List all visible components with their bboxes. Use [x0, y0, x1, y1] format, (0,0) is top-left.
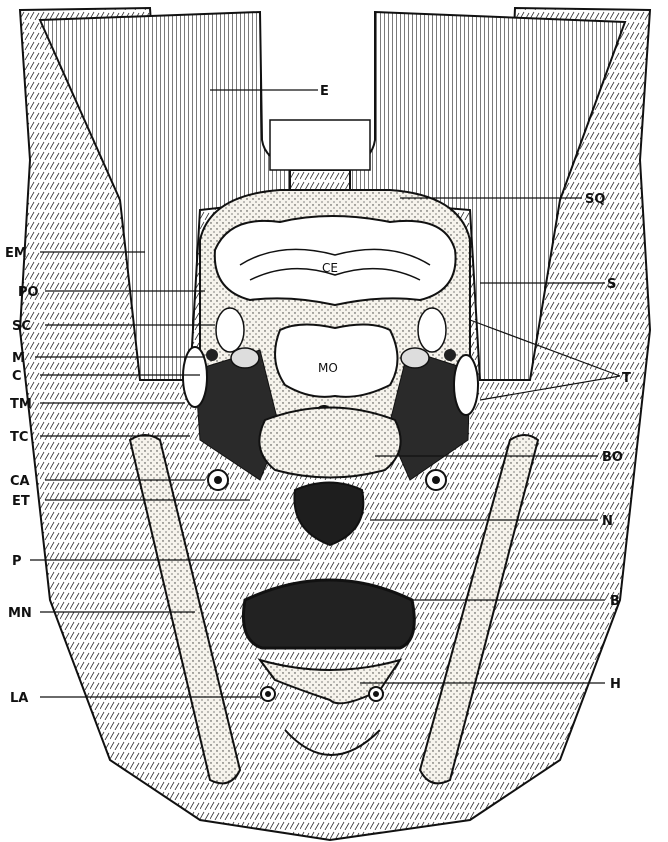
- carotid-right-core: [432, 476, 440, 484]
- lingual-artery-right-core: [373, 691, 379, 697]
- label-B: B: [610, 594, 620, 609]
- label-E: E: [320, 84, 329, 99]
- label-LA: LA: [10, 691, 28, 706]
- basioccipital: [259, 408, 400, 478]
- ear-gap: [270, 120, 370, 170]
- lingual-artery-left-core: [265, 691, 271, 697]
- carotid-left-core: [214, 476, 222, 484]
- label-S: S: [607, 277, 616, 292]
- label-PO: PO: [18, 285, 39, 300]
- label-TC: TC: [10, 430, 28, 445]
- label-EM: EM: [5, 246, 27, 261]
- label-MO: MO: [318, 361, 338, 375]
- label-SQ: SQ: [585, 192, 605, 207]
- label-MN: MN: [8, 606, 32, 621]
- label-T: T: [622, 371, 631, 386]
- buccal-cavity: [243, 580, 414, 648]
- label-CE: CE: [322, 261, 338, 275]
- label-H: H: [610, 677, 621, 692]
- label-C: C: [12, 369, 22, 384]
- label-ET: ET: [12, 494, 30, 509]
- label-N: N: [602, 514, 613, 529]
- label-TM: TM: [10, 397, 32, 412]
- label-CA: CA: [10, 474, 30, 489]
- label-BO: BO: [602, 450, 623, 465]
- label-P: P: [12, 554, 22, 569]
- label-M: M: [12, 351, 25, 366]
- label-SC: SC: [12, 319, 31, 334]
